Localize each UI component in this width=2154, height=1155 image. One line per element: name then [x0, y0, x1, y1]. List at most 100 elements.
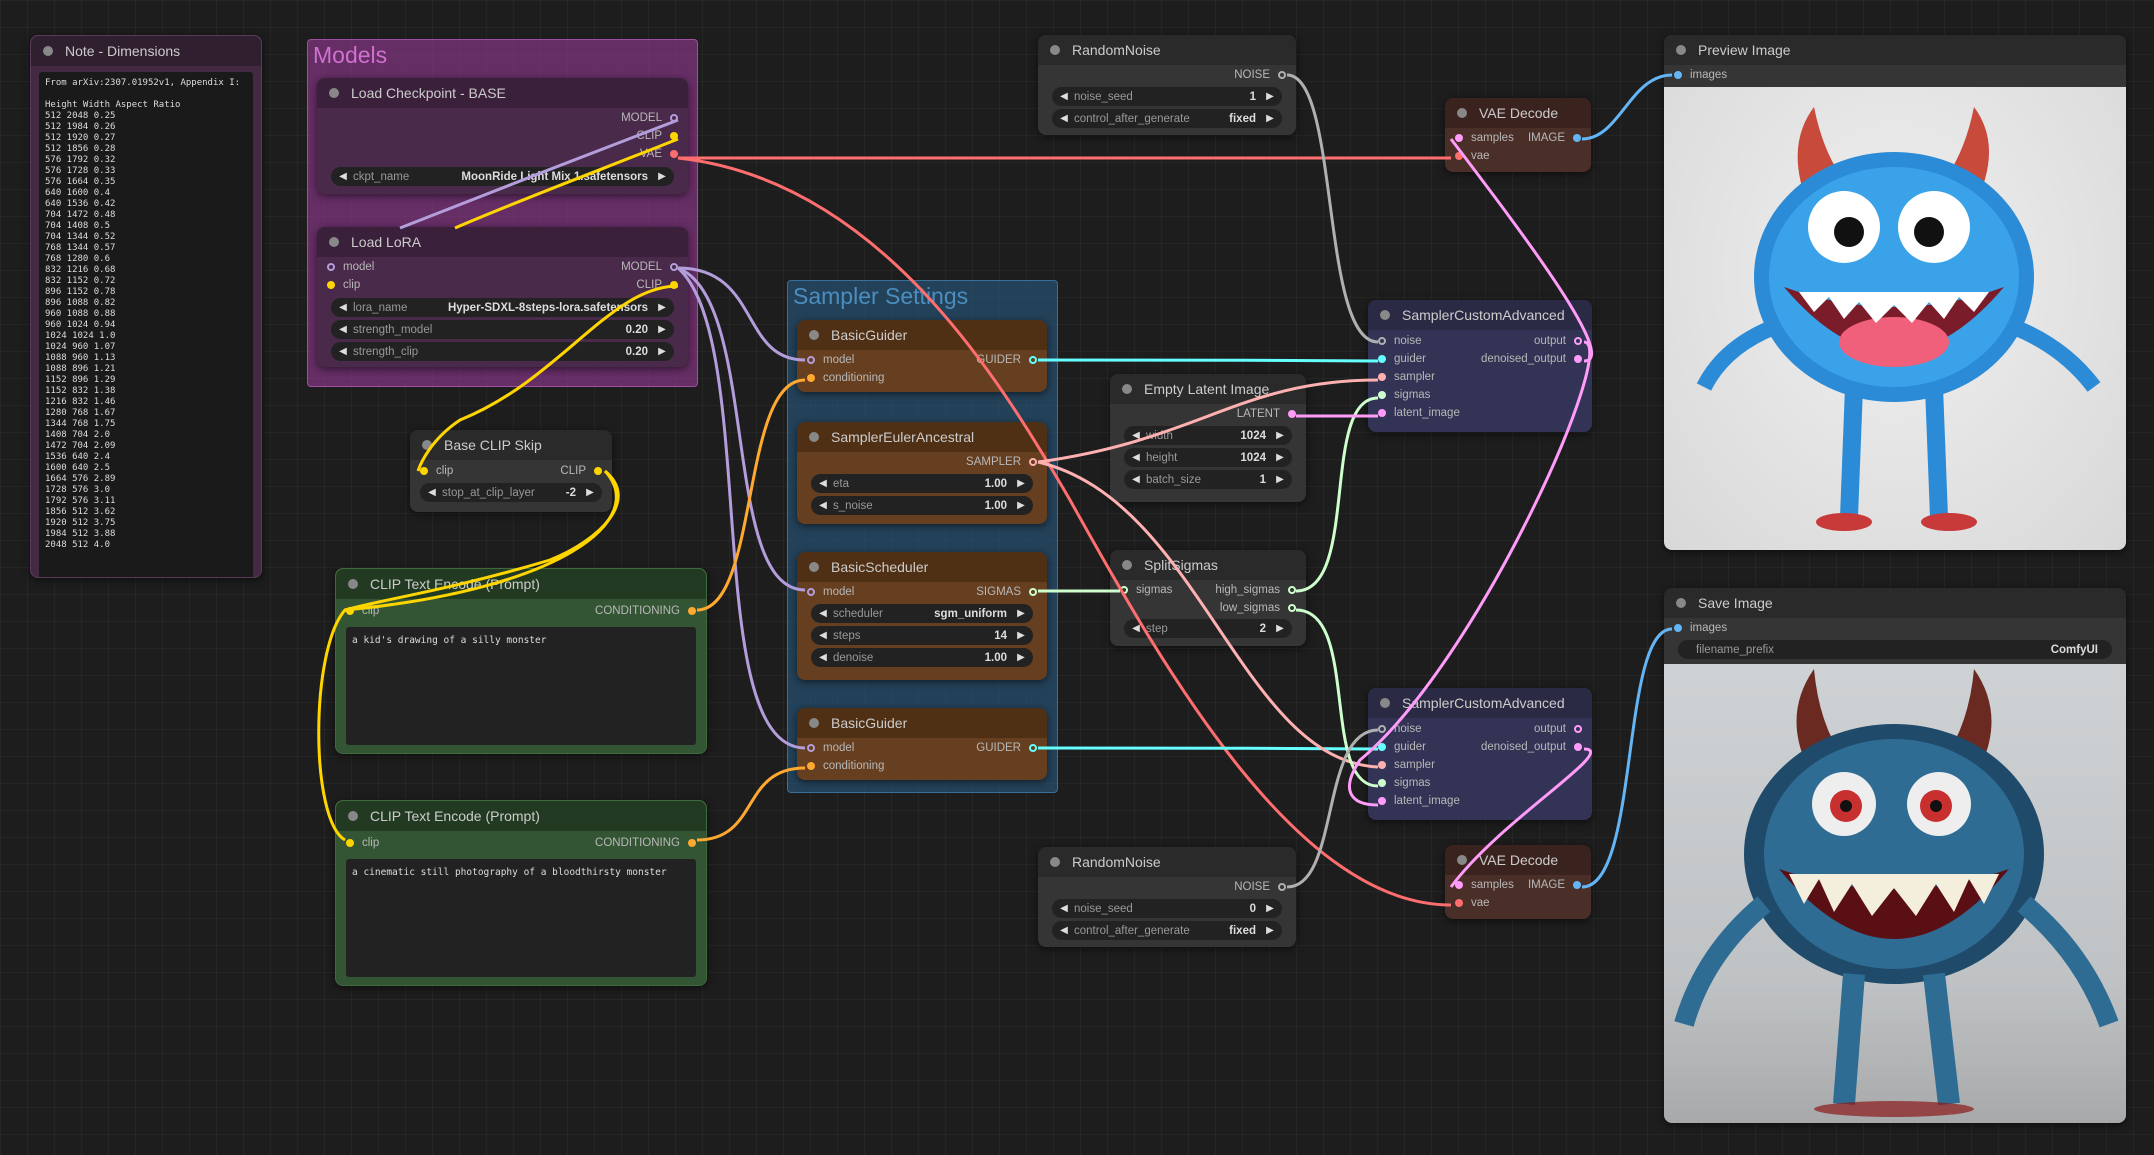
arrow-right-icon[interactable]: ▶ — [1017, 478, 1025, 489]
output-slot-denoised-output[interactable] — [1574, 743, 1582, 751]
arrow-right-icon[interactable]: ▶ — [1017, 630, 1025, 641]
output-slot-conditioning[interactable] — [688, 839, 696, 847]
collapse-dot-icon[interactable] — [1457, 855, 1467, 865]
node-header[interactable]: Base CLIP Skip — [410, 430, 612, 460]
input-slot-model[interactable] — [327, 263, 335, 271]
node-header[interactable]: SplitSigmas — [1110, 550, 1306, 580]
prompt-textarea[interactable]: a cinematic still photography of a blood… — [346, 859, 696, 977]
collapse-dot-icon[interactable] — [1676, 598, 1686, 608]
arrow-right-icon[interactable]: ▶ — [1017, 500, 1025, 511]
input-slot-model[interactable] — [807, 744, 815, 752]
collapse-dot-icon[interactable] — [1050, 45, 1060, 55]
node-header[interactable]: SamplerCustomAdvanced — [1368, 300, 1592, 330]
node-header[interactable]: Preview Image — [1664, 35, 2126, 65]
arrow-left-icon[interactable]: ◀ — [339, 324, 347, 335]
arrow-left-icon[interactable]: ◀ — [819, 652, 827, 663]
node-header[interactable]: CLIP Text Encode (Prompt) — [336, 569, 706, 599]
input-slot-clip[interactable] — [327, 281, 335, 289]
input-slot-guider[interactable] — [1378, 743, 1386, 751]
arrow-left-icon[interactable]: ◀ — [1132, 452, 1140, 463]
node-header[interactable]: VAE Decode — [1445, 845, 1591, 875]
arrow-right-icon[interactable]: ▶ — [658, 302, 666, 313]
arrow-left-icon[interactable]: ◀ — [339, 171, 347, 182]
input-slot-latent-image[interactable] — [1378, 797, 1386, 805]
input-slot-clip[interactable] — [346, 839, 354, 847]
input-slot-vae[interactable] — [1455, 899, 1463, 907]
node-header[interactable]: Load LoRA — [317, 227, 688, 257]
arrow-left-icon[interactable]: ◀ — [819, 500, 827, 511]
arrow-left-icon[interactable]: ◀ — [1132, 623, 1140, 634]
collapse-dot-icon[interactable] — [329, 88, 339, 98]
input-slot-sigmas[interactable] — [1378, 779, 1386, 787]
output-slot-sampler[interactable] — [1029, 458, 1037, 466]
input-slot-latent-image[interactable] — [1378, 409, 1386, 417]
output-slot-output[interactable] — [1574, 337, 1582, 345]
collapse-dot-icon[interactable] — [348, 579, 358, 589]
input-slot-sigmas[interactable] — [1378, 391, 1386, 399]
arrow-right-icon[interactable]: ▶ — [1276, 430, 1284, 441]
output-slot-vae[interactable] — [670, 150, 678, 158]
arrow-right-icon[interactable]: ▶ — [658, 171, 666, 182]
collapse-dot-icon[interactable] — [1122, 384, 1132, 394]
input-slot-conditioning[interactable] — [807, 374, 815, 382]
arrow-left-icon[interactable]: ◀ — [428, 487, 436, 498]
arrow-right-icon[interactable]: ▶ — [658, 324, 666, 335]
arrow-right-icon[interactable]: ▶ — [586, 487, 594, 498]
node-header[interactable]: Save Image — [1664, 588, 2126, 618]
collapse-dot-icon[interactable] — [1676, 45, 1686, 55]
arrow-right-icon[interactable]: ▶ — [658, 346, 666, 357]
collapse-dot-icon[interactable] — [809, 432, 819, 442]
arrow-left-icon[interactable]: ◀ — [1060, 113, 1068, 124]
output-slot-denoised-output[interactable] — [1574, 355, 1582, 363]
node-header[interactable]: SamplerEulerAncestral — [797, 422, 1047, 452]
arrow-left-icon[interactable]: ◀ — [1132, 474, 1140, 485]
arrow-right-icon[interactable]: ▶ — [1266, 91, 1274, 102]
input-slot-noise[interactable] — [1378, 337, 1386, 345]
node-header[interactable]: BasicGuider — [797, 708, 1047, 738]
collapse-dot-icon[interactable] — [1380, 698, 1390, 708]
collapse-dot-icon[interactable] — [1050, 857, 1060, 867]
arrow-left-icon[interactable]: ◀ — [1132, 430, 1140, 441]
collapse-dot-icon[interactable] — [348, 811, 358, 821]
output-slot-high-sigmas[interactable] — [1288, 586, 1296, 594]
input-slot-vae[interactable] — [1455, 152, 1463, 160]
note-header[interactable]: Note - Dimensions — [31, 36, 261, 66]
input-slot-model[interactable] — [807, 356, 815, 364]
output-slot-low-sigmas[interactable] — [1288, 604, 1296, 612]
arrow-left-icon[interactable]: ◀ — [339, 302, 347, 313]
output-slot-image[interactable] — [1573, 134, 1581, 142]
node-header[interactable]: Empty Latent Image — [1110, 374, 1306, 404]
collapse-dot-icon[interactable] — [1122, 560, 1132, 570]
arrow-right-icon[interactable]: ▶ — [1017, 608, 1025, 619]
output-slot-clip[interactable] — [594, 467, 602, 475]
collapse-dot-icon[interactable] — [1380, 310, 1390, 320]
node-header[interactable]: VAE Decode — [1445, 98, 1591, 128]
arrow-right-icon[interactable]: ▶ — [1017, 652, 1025, 663]
output-slot-clip[interactable] — [670, 281, 678, 289]
node-header[interactable]: CLIP Text Encode (Prompt) — [336, 801, 706, 831]
input-slot-guider[interactable] — [1378, 355, 1386, 363]
output-slot-sigmas[interactable] — [1029, 588, 1037, 596]
output-slot-conditioning[interactable] — [688, 607, 696, 615]
output-slot-noise[interactable] — [1278, 71, 1286, 79]
arrow-left-icon[interactable]: ◀ — [339, 346, 347, 357]
collapse-dot-icon[interactable] — [1457, 108, 1467, 118]
note-text[interactable]: From arXiv:2307.01952v1, Appendix I: Hei… — [39, 72, 253, 577]
output-slot-guider[interactable] — [1029, 744, 1037, 752]
